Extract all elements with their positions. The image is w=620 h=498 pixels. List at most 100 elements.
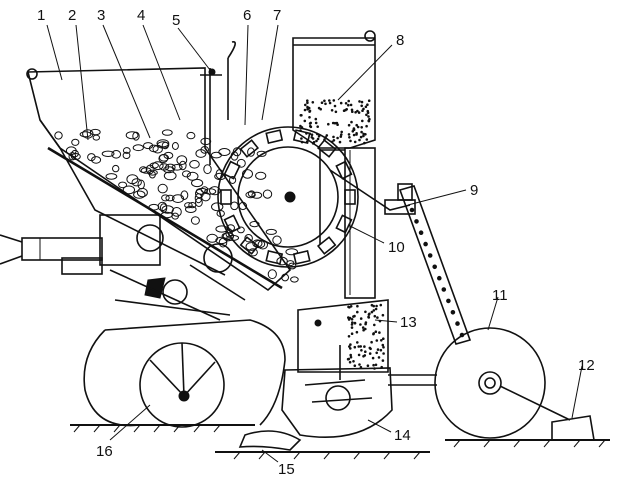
fertilizer-grain [349,305,353,308]
fertilizer-grain [365,113,368,117]
rod-hole [427,253,433,258]
fertilizer-grain [355,330,359,334]
callout-16: 16 [96,443,113,460]
rod-hole [423,241,428,247]
fertilizer-grain [356,125,360,129]
tuber [160,211,174,219]
fertilizer-grain [374,363,378,367]
callout-13: 13 [400,314,417,331]
fertilizer-grain [366,103,369,106]
fertilizer-grain [340,130,344,134]
tuber [171,142,179,150]
callout-6: 6 [243,7,251,24]
tuber [191,178,204,188]
tuber [131,178,142,187]
fertilizer-grain [353,321,357,325]
fertilizer-grain [379,348,383,352]
tuber [143,142,154,150]
fertilizer-grain [362,134,365,138]
tuber [158,154,169,163]
fertilizer-grain [360,130,363,134]
fertilizer-grain [376,348,380,351]
callout-5: 5 [172,12,180,29]
fertilizer-grain [359,345,363,348]
tuber [171,194,185,204]
tuber [139,166,148,173]
adjusting-lever [200,41,236,165]
tuber [133,190,146,199]
tuber [285,248,299,256]
fertilizer-grain [353,140,357,144]
tuber [125,131,139,140]
fertilizer-grain [374,307,378,311]
fertilizer-grain [349,139,352,143]
fertilizer-grain [333,104,337,108]
scoop [223,214,241,234]
tuber [182,170,191,178]
rod-hole [437,275,442,281]
scoop [220,189,232,205]
fertilizer-grain [347,318,351,321]
tuber [203,164,212,175]
fertilizer-grain [370,340,373,344]
callout-4: 4 [137,7,145,24]
rod-hole [450,310,456,315]
adjusting-rod [397,183,472,345]
fertilizer-grain [352,128,356,132]
fertilizer-grain [350,120,353,124]
fertilizer-grain [370,310,374,314]
fertilizer-grain [305,140,309,143]
fertilizer-grain [351,321,354,324]
tuber [105,173,118,180]
tuber [140,167,152,174]
fertilizer-grain [369,347,372,351]
tuber [195,197,203,207]
fertilizer-grain [308,122,312,125]
tuber [204,188,217,195]
fertilizer-grain [324,136,327,139]
fertilizer-grain [370,303,374,307]
fertilizer-grain [364,133,367,136]
tuber [161,205,174,214]
fertilizer-grain [336,136,339,140]
fertilizer-grain [347,99,351,103]
fertilizer-grain [362,355,365,358]
tuber [65,146,77,155]
fertilizer-grain [306,107,309,111]
tuber [136,187,148,198]
fertilizer-grain [309,125,313,129]
tuber [218,148,231,156]
fertilizer-grain [310,133,314,136]
fertilizer-grain [378,331,381,334]
fertilizer-grain [333,121,337,125]
fertilizer-grain [299,124,302,128]
fertilizer-grain [349,347,352,350]
fertilizer-grain [354,111,357,114]
tuber [186,131,196,140]
fertilizer-grain [358,138,361,142]
tuber [242,169,253,179]
fertilizer-grain [364,322,367,326]
fertilizer-grain [303,108,307,112]
scoop-disc [217,126,359,268]
fertilizer-grain [350,332,354,336]
fertilizer-grain [381,343,385,347]
fertilizer-grain [339,135,343,138]
tuber [70,153,81,160]
fertilizer-grain [379,303,383,307]
fertilizer-grain [382,352,385,355]
furrow-opener [281,345,393,438]
tuber [54,131,63,140]
fertilizer-grain [361,109,364,112]
rod-hole [446,298,451,304]
tuber [156,139,170,148]
fertilizer-grain [316,137,320,141]
fertilizer-grain [365,138,369,141]
tuber [92,134,101,141]
fertilizer-grain [350,318,354,321]
fertilizer-grain [304,103,307,107]
tuber [126,174,139,185]
fertilizer-grain [325,134,329,137]
scoop [292,250,311,265]
